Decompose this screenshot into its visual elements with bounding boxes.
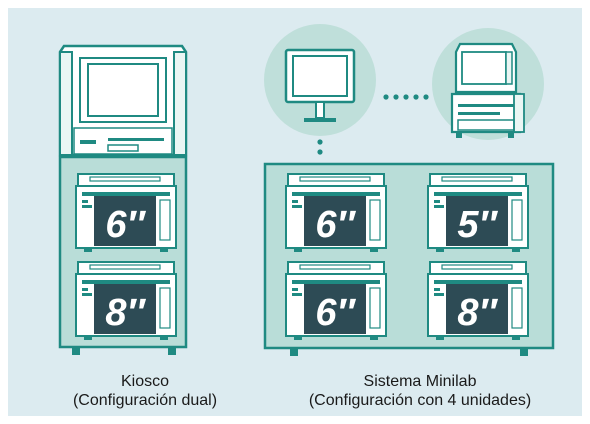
size-label-box bbox=[94, 284, 156, 334]
size-label-box bbox=[446, 196, 508, 246]
size-label: 6″ bbox=[315, 204, 356, 246]
size-label-box bbox=[446, 284, 508, 334]
kiosk-printer-6in: 6″ bbox=[75, 173, 177, 252]
network-connection-dots bbox=[317, 94, 429, 155]
kiosk-printer-8in: 8″ bbox=[75, 261, 177, 340]
size-label: 5″ bbox=[457, 204, 498, 246]
kiosk-caption-title: Kiosco bbox=[120, 373, 170, 390]
kiosk-caption: Kiosco (Configuración dual) bbox=[45, 372, 245, 410]
minilab-caption-title: Sistema Minilab bbox=[363, 373, 477, 390]
size-label: 6″ bbox=[315, 292, 356, 334]
monitor-icon bbox=[264, 24, 376, 136]
size-label-box bbox=[304, 196, 366, 246]
size-label: 8″ bbox=[105, 292, 146, 334]
size-label: 8″ bbox=[457, 292, 498, 334]
kiosk-caption-subtitle: (Configuración dual) bbox=[72, 392, 218, 409]
minilab-caption: Sistema Minilab (Configuración con 4 uni… bbox=[260, 372, 580, 410]
minilab-printer-8in: 8″ bbox=[427, 261, 529, 340]
minilab-printer-6in-top: 6″ bbox=[285, 173, 387, 252]
size-label-box bbox=[304, 284, 366, 334]
size-label-box bbox=[94, 196, 156, 246]
minilab-printer-5in: 5″ bbox=[427, 173, 529, 252]
minilab-caption-subtitle: (Configuración con 4 unidades) bbox=[308, 392, 532, 409]
minilab-printer-6in-bottom: 6″ bbox=[285, 261, 387, 340]
size-label: 6″ bbox=[105, 204, 146, 246]
order-terminal-icon bbox=[432, 28, 544, 140]
